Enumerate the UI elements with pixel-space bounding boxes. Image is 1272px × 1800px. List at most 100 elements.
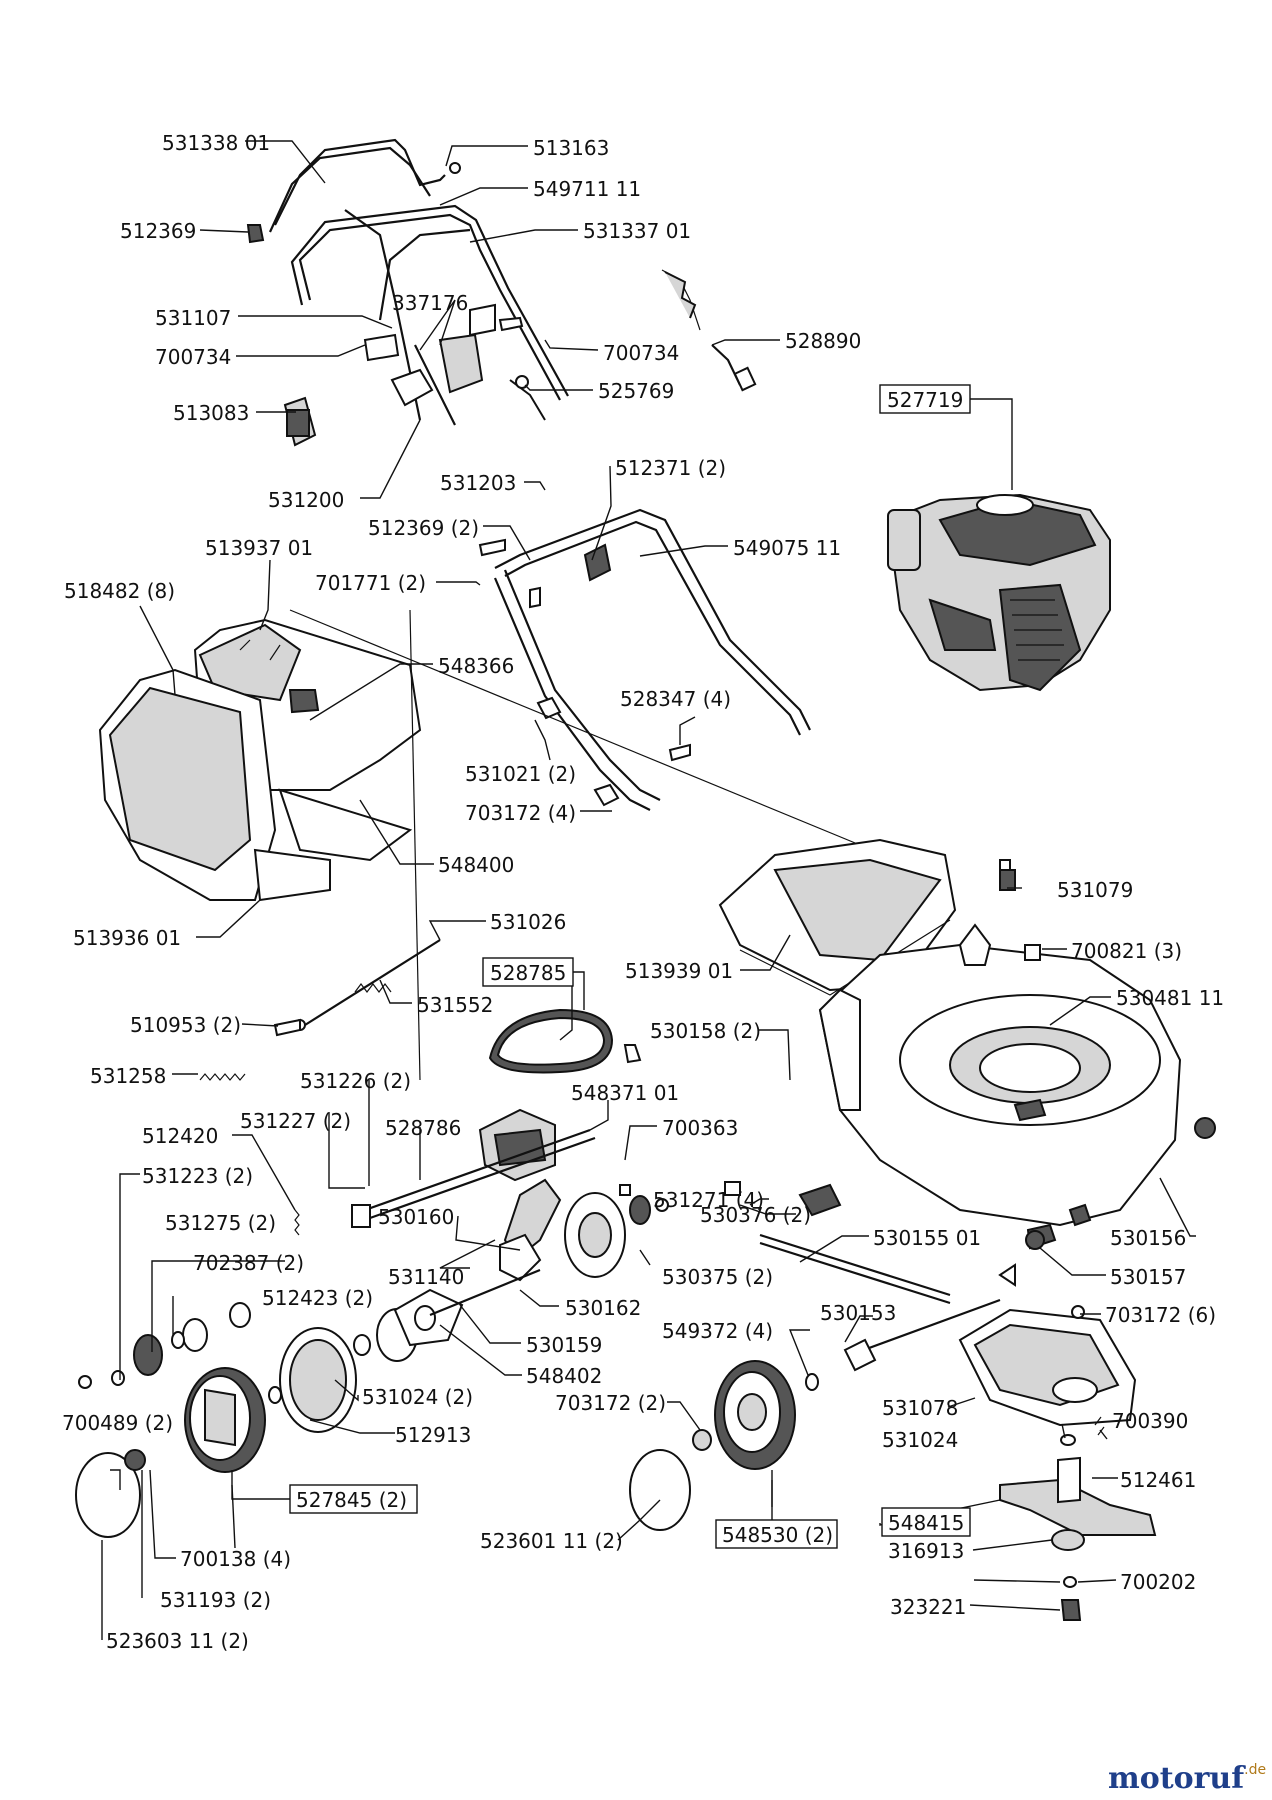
part-number: 512371 (2) [615,456,726,480]
leader-lines [101,140,1196,1640]
part-number: 531024 (2) [362,1385,473,1409]
part-number: 518482 (8) [64,579,175,603]
rear-wheel-left [75,1302,418,1538]
part-number: 512913 [395,1423,471,1447]
watermark-logo: motoruf.de [1108,1761,1266,1796]
part-number: 527719 [887,388,963,412]
part-number: 531200 [268,488,344,512]
part-number: 513163 [533,136,609,160]
part-number: 703172 (4) [465,801,576,825]
part-number: 531338 01 [162,131,270,155]
part-number: 703172 (2) [555,1391,666,1415]
part-number: 531021 (2) [465,762,576,786]
part-number: 530153 [820,1301,896,1325]
part-number: 531079 [1057,878,1133,902]
part-label-box: 548415 [881,1507,971,1537]
gearbox [351,1108,596,1282]
throttle-cable [661,269,757,392]
part-number: 512420 [142,1124,218,1148]
part-number: 531226 (2) [300,1069,411,1093]
part-number: 531107 [155,306,231,330]
fasteners [246,162,1216,1319]
part-number: 700489 (2) [62,1411,173,1435]
part-number: 513936 01 [73,926,181,950]
part-label-box: 528785 [482,957,585,1010]
engine [886,493,1111,692]
part-number: 530375 (2) [662,1265,773,1289]
part-number: 512369 (2) [368,516,479,540]
drive-belt [488,1008,614,1074]
grass-catcher [98,618,422,902]
part-label-box: 527845 (2) [231,1470,418,1514]
part-number: 323221 [890,1595,966,1619]
part-number: 531024 [882,1428,958,1452]
part-number: 316913 [888,1539,964,1563]
part-number: 700363 [662,1116,738,1140]
part-number: 531078 [882,1396,958,1420]
part-number: 548402 [526,1364,602,1388]
part-number: 512461 [1120,1468,1196,1492]
part-number: 530156 [1110,1226,1186,1250]
part-number: 548371 01 [571,1081,679,1105]
part-number: 531140 [388,1265,464,1289]
lower-handle [493,508,811,811]
part-number: 528786 [385,1116,461,1140]
part-number: 700390 [1112,1409,1188,1433]
part-number: 528785 [490,961,566,985]
part-number: 700138 (4) [180,1547,291,1571]
mower-deck [818,923,1182,1227]
part-number: 701771 (2) [315,571,426,595]
part-number: 528890 [785,329,861,353]
part-number: 531223 (2) [142,1164,253,1188]
part-number: 528347 (4) [620,687,731,711]
part-number: 531271 (4) [653,1188,764,1212]
watermark-suffix-text: .de [1244,1762,1266,1778]
part-number: 530159 [526,1333,602,1357]
blade-assembly [999,1416,1157,1621]
part-number: 513939 01 [625,959,733,983]
part-number: 531227 (2) [240,1109,351,1133]
switch-box [283,303,546,447]
part-number: 700821 (3) [1071,939,1182,963]
part-number: 530481 11 [1116,986,1224,1010]
watermark-brand: motoruf.de [1108,1761,1266,1796]
part-number: 523603 11 (2) [106,1629,249,1653]
part-number: 531552 [417,993,493,1017]
part-number: 531203 [440,471,516,495]
part-number: 549075 11 [733,536,841,560]
part-number: 525769 [598,379,674,403]
part-number: 530158 (2) [650,1019,761,1043]
boxed-labels: 527719 528785 527845 (2) 548530 (2) 5484… [231,384,1013,1549]
part-number: 549372 (4) [662,1319,773,1343]
part-number: 531275 (2) [165,1211,276,1235]
part-number: 549711 11 [533,177,641,201]
part-number: 337176 [392,291,468,315]
part-number: 527845 (2) [296,1488,407,1512]
part-number: 703172 (6) [1105,1303,1216,1327]
part-number: 531193 (2) [160,1588,271,1612]
height-adjust [759,1183,1057,1372]
part-number: 531258 [90,1064,166,1088]
part-number: 548415 [888,1511,964,1535]
part-number: 548400 [438,853,514,877]
upper-handle [269,138,569,426]
part-number: 510953 (2) [130,1013,241,1037]
part-number: 531026 [490,910,566,934]
part-number: 530376 (2) [700,1203,811,1227]
part-number: 700734 [603,341,679,365]
part-number: 548366 [438,654,514,678]
part-number: 530157 [1110,1265,1186,1289]
part-number: 530162 [565,1296,641,1320]
part-label-box: 527719 [879,384,1013,490]
part-number: 530160 [378,1205,454,1229]
front-wheel [629,1360,819,1531]
drive-disc [393,1192,669,1347]
part-number: 512369 [120,219,196,243]
cable-long-2 [409,609,421,1081]
part-number: 531337 01 [583,219,691,243]
part-number: 513937 01 [205,536,313,560]
cable-long [289,609,861,846]
side-guard [958,1308,1137,1427]
part-number: 530155 01 [873,1226,981,1250]
